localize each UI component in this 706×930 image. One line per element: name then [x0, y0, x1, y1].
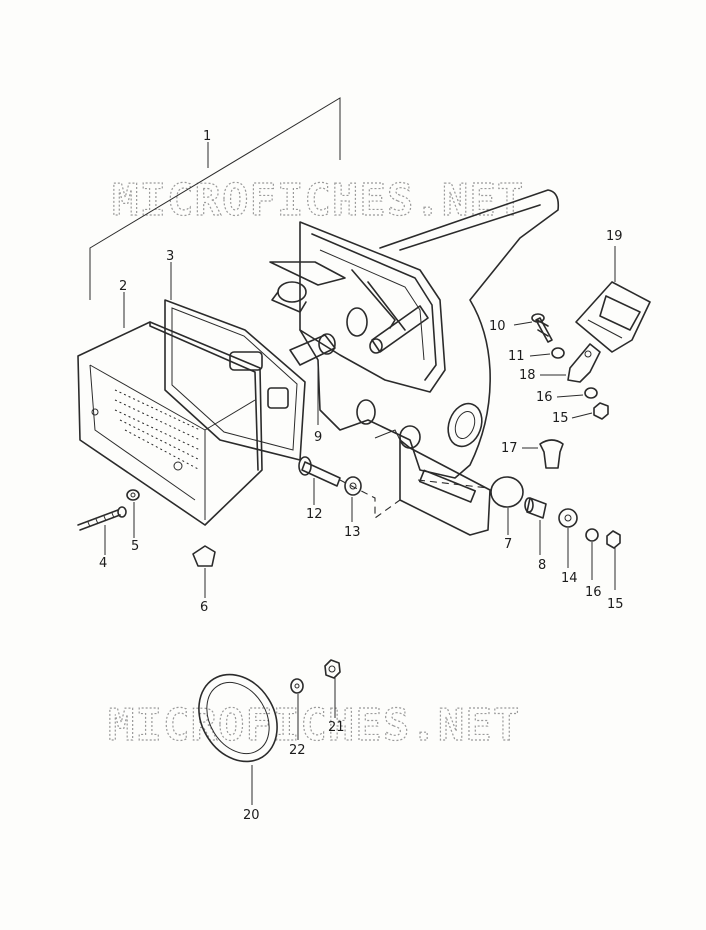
lens-screw-4 [77, 506, 127, 555]
label-part-15-lower: 15 [607, 597, 624, 612]
grommet-17 [522, 439, 564, 469]
bolt-12-path [339, 479, 401, 520]
label-part-11: 11 [508, 349, 525, 364]
nut-15-lower [606, 530, 621, 590]
washer-16-upper [556, 387, 598, 399]
label-part-12: 12 [306, 507, 323, 522]
grommet-7 [490, 476, 524, 535]
collar-8 [524, 497, 547, 555]
label-part-17: 17 [501, 441, 518, 456]
label-part-5: 5 [131, 539, 139, 554]
label-part-15-upper: 15 [552, 411, 569, 426]
label-part-19: 19 [606, 229, 623, 244]
fender-bracket [299, 189, 560, 479]
label-part-14: 14 [561, 571, 578, 586]
washer-16-lower [585, 528, 599, 580]
washer-11 [529, 347, 565, 359]
label-part-10: 10 [489, 319, 506, 334]
watermark-top: MICROFICHES.NET [112, 175, 524, 226]
label-part-8: 8 [538, 558, 546, 573]
washer-22 [290, 678, 304, 740]
washer-14 [558, 508, 578, 568]
cushion-6 [192, 545, 216, 598]
clamp-18 [540, 343, 601, 383]
watermark-bottom: MICROFICHES.NET [108, 700, 520, 751]
bolt-10 [513, 313, 553, 343]
label-part-16-lower: 16 [585, 585, 602, 600]
label-part-21: 21 [328, 720, 345, 735]
bulb-socket-9 [289, 333, 336, 425]
label-part-1: 1 [203, 129, 211, 144]
washer-5 [126, 489, 140, 538]
tail-lamp-lens-2 [77, 321, 263, 526]
label-part-13: 13 [344, 525, 361, 540]
nut-15-upper [571, 402, 609, 420]
assembly-bracket-1 [89, 97, 341, 300]
label-part-7: 7 [504, 537, 512, 552]
label-part-18: 18 [519, 368, 536, 383]
label-part-6: 6 [200, 600, 208, 615]
label-part-3: 3 [166, 249, 174, 264]
gasket-3 [164, 299, 306, 461]
label-part-2: 2 [119, 279, 127, 294]
label-part-20: 20 [243, 808, 260, 823]
lamp-base-housing [269, 221, 446, 393]
label-part-4: 4 [99, 556, 107, 571]
bolt-12 [298, 456, 341, 505]
label-part-16-upper: 16 [536, 390, 553, 405]
washer-13 [344, 476, 362, 522]
reflector-20 [198, 673, 278, 805]
label-part-9: 9 [314, 430, 322, 445]
nut-21 [324, 659, 341, 718]
label-part-22: 22 [289, 743, 306, 758]
cover-19 [575, 246, 651, 353]
